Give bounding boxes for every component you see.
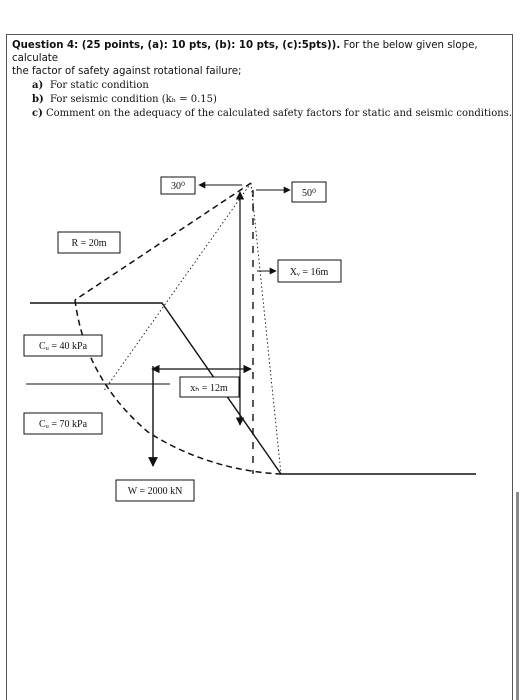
part-a: a) For static condition [32, 79, 512, 93]
xv-label-box [277, 259, 342, 283]
part-letter: c) [32, 108, 43, 119]
angle-30-label: 30⁰ [171, 181, 185, 192]
part-b: b) For seismic condition (kₕ = 0.15) [32, 93, 512, 107]
radius-label: R = 20m [71, 238, 106, 249]
question-intro: For the below given slope, calculate [12, 40, 478, 64]
question-heading: Question 4: (25 points, (a): 10 pts, (b)… [12, 40, 341, 51]
xh-label: xₕ = 12m [190, 383, 228, 394]
question-text: Question 4: (25 points, (a): 10 pts, (b)… [12, 39, 508, 78]
cu-upper-label-box [23, 334, 103, 357]
weight-label: W = 2000 kN [128, 486, 183, 497]
document-page [6, 34, 513, 700]
angle-50-label-box [291, 181, 327, 203]
angle-50-label: 50⁰ [302, 188, 316, 199]
cu-lower-label-box [23, 412, 103, 435]
center-to-arc-dotted-line [102, 182, 252, 393]
cu-upper-label: Cᵤ = 40 kPa [39, 341, 88, 352]
xh-label-box [179, 376, 240, 398]
weight-label-box [115, 479, 195, 502]
part-text: For static condition [50, 80, 149, 91]
question-parts: a) For static condition b) For seismic c… [32, 79, 512, 121]
question-line-1: Question 4: (25 points, (a): 10 pts, (b)… [12, 39, 508, 65]
center-to-toe-dotted-line [250, 182, 282, 475]
failure-arc [74, 299, 282, 475]
scrollbar[interactable] [516, 492, 519, 700]
cu-lower-label: Cᵤ = 70 kPa [39, 419, 88, 430]
part-letter: b) [32, 94, 44, 105]
part-c: c) Comment on the adequacy of the calcul… [32, 107, 512, 121]
radius-label-box [57, 231, 121, 254]
part-letter: a) [32, 80, 44, 91]
question-line-2: the factor of safety against rotational … [12, 66, 242, 77]
part-text: Comment on the adequacy of the calculate… [45, 108, 512, 119]
radius-line [74, 182, 252, 301]
angle-30-label-box [160, 176, 196, 195]
part-text: For seismic condition (kₕ = 0.15) [50, 94, 217, 105]
xv-label: Xᵥ = 16m [290, 267, 329, 278]
